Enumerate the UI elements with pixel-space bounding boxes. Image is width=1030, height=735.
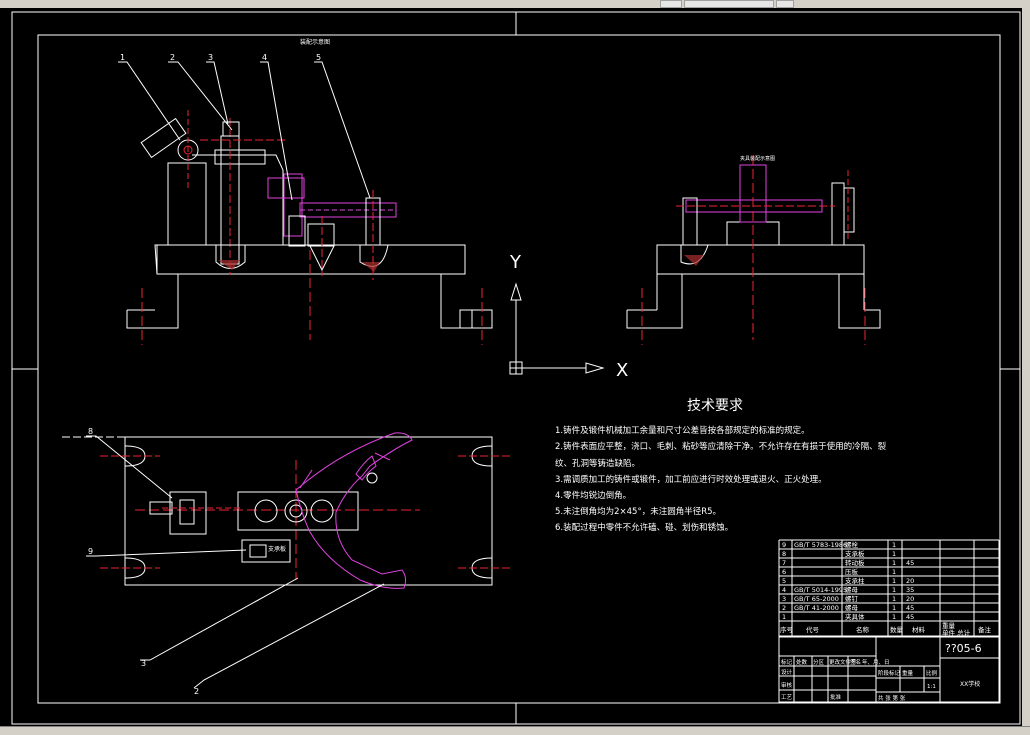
bom-row-no: 6 <box>782 568 786 576</box>
bom-row-name: 压板 <box>845 567 859 576</box>
tech-requirements: 1.铸件及锻件机械加工余量和尺寸公差皆按各部规定的标准的规定。 2.铸件表面应平… <box>555 425 887 533</box>
bom-header-weight: 重量 <box>942 622 956 630</box>
bom-row-qty: 1 <box>892 541 896 549</box>
balloon-8: 8 <box>88 427 93 436</box>
bom-row-qty: 1 <box>892 559 896 567</box>
side-view-label: 夹具装配示意图 <box>740 155 775 162</box>
bom-row-no: 9 <box>782 541 786 549</box>
vertical-scrollbar[interactable] <box>1022 8 1030 726</box>
cad-drawing-canvas[interactable]: 装配示意图 1 2 3 4 5 夹具装配示意图 Y X <box>0 8 1030 726</box>
bom-row-name: 螺钉 <box>845 594 859 603</box>
bom-row-no: 5 <box>782 577 786 585</box>
tb-sign: 签名 <box>850 658 861 666</box>
sheet-border <box>11 11 1021 725</box>
plan-small-label: 支承板 <box>268 545 286 553</box>
bom-row-qty: 1 <box>892 604 896 612</box>
tb-mark: 标记 <box>781 658 793 666</box>
bom-row-code: GB/T 41-2000 <box>794 604 839 612</box>
tb-scale-value: 1:1 <box>927 684 936 690</box>
front-view-label: 装配示意图 <box>300 38 330 46</box>
tb-scale: 比例 <box>926 669 938 677</box>
bom-row-code: GB/T 5783-1986 <box>794 541 847 549</box>
command-strip[interactable] <box>684 0 774 8</box>
tb-weight: 重量 <box>902 669 914 677</box>
bom-row-qty: 1 <box>892 595 896 603</box>
tb-date: 年、月、日 <box>862 658 890 666</box>
bom-row-qty: 1 <box>892 577 896 585</box>
balloon-3: 3 <box>208 53 213 62</box>
bom-header-no: 序号 <box>780 625 794 634</box>
bom-header-unit-total: 单件 总计 <box>942 628 971 637</box>
tb-audit: 审核 <box>781 681 793 689</box>
tb-approve: 批准 <box>830 693 842 701</box>
balloon-9: 9 <box>88 547 93 556</box>
bom-row-name: 螺母 <box>845 585 859 594</box>
side-view[interactable] <box>626 155 881 345</box>
tb-change: 更改文件号 <box>829 658 857 666</box>
bom-row-qty: 1 <box>892 586 896 594</box>
bom-row-name: 螺栓 <box>845 540 859 549</box>
balloon-2: 2 <box>170 53 175 62</box>
plan-view[interactable]: 支承板 <box>62 432 510 689</box>
bom-header-remark: 备注 <box>978 625 992 634</box>
bom-header-material: 材料 <box>912 625 926 634</box>
bom-header-code: 代号 <box>806 625 820 634</box>
horizontal-scrollbar[interactable] <box>0 726 1030 735</box>
tech-line-2: 2.铸件表面应平整，浇口、毛刺、粘砂等应清除干净。不允许存在有损于使用的冷隔、裂 <box>555 441 887 452</box>
bom-row-no: 3 <box>782 595 786 603</box>
tb-process: 工艺 <box>781 694 793 701</box>
bom-row-name: 支承柱 <box>845 576 865 585</box>
bom-row-material: 45 <box>906 559 914 567</box>
tech-line-1: 1.铸件及锻件机械加工余量和尺寸公差皆按各部规定的标准的规定。 <box>555 425 810 436</box>
front-view[interactable] <box>118 61 493 345</box>
bom-row-qty: 1 <box>892 568 896 576</box>
tech-line-4: 3.需调质加工的铸件或锻件，加工前应进行时效处理或退火、正火处理。 <box>555 474 827 485</box>
drawing-number: ??05-6 <box>945 642 982 655</box>
bom-row-qty: 1 <box>892 550 896 558</box>
bom-row-material: 20 <box>906 595 914 603</box>
tb-count: 处数 <box>796 658 808 666</box>
tech-title: 技术要求 <box>687 398 743 414</box>
balloon-5: 5 <box>316 53 321 62</box>
bom-row-no: 2 <box>782 604 786 612</box>
bom-header-qty: 数量 <box>890 625 904 634</box>
bom-row-material: 45 <box>906 613 914 621</box>
title-block-labels: 标记 处数 分区 更改文件号 签名 年、月、日 设计 审核 工艺 批准 阶段标记… <box>781 658 938 702</box>
bom-row-no: 4 <box>782 586 786 594</box>
tech-line-3: 纹、孔洞等铸造缺陷。 <box>555 458 640 469</box>
tb-sheets: 共 张 第 张 <box>878 694 906 702</box>
bom-row-no: 7 <box>782 559 786 567</box>
ucs-icon <box>509 282 605 375</box>
balloon-4: 4 <box>262 53 267 62</box>
bom-row-name: 螺母 <box>845 603 859 612</box>
tb-zone: 分区 <box>813 658 825 666</box>
bom-row-name: 支承板 <box>845 549 865 558</box>
ucs-y-label: Y <box>509 252 522 273</box>
balloon-2b: 2 <box>194 687 199 696</box>
bom-row-qty: 1 <box>892 613 896 621</box>
bom-row-no: 1 <box>782 613 786 621</box>
bom-row-name: 夹具体 <box>845 612 865 621</box>
close-button[interactable] <box>776 0 794 8</box>
bom-row-name: 转动板 <box>845 558 865 567</box>
bom-row-material: 20 <box>906 577 914 585</box>
bom-header-name: 名称 <box>856 625 870 634</box>
tech-line-7: 6.装配过程中零件不允许磕、碰、划伤和锈蚀。 <box>555 522 733 533</box>
bom-row-code: GB/T 65-2000 <box>794 595 839 603</box>
tech-line-5: 4.零件均锐边倒角。 <box>555 490 631 501</box>
restore-button[interactable] <box>660 0 682 8</box>
company-name: XX学校 <box>960 680 980 688</box>
tb-design: 设计 <box>781 668 793 676</box>
tb-stage: 阶段标记 <box>878 669 901 677</box>
tech-line-6: 5.未注倒角均为2×45°，未注圆角半径R5。 <box>555 506 721 517</box>
bom-row-material: 45 <box>906 604 914 612</box>
bom-row-material: 35 <box>906 586 914 594</box>
balloon-1: 1 <box>120 53 125 62</box>
bom-row-code: GB/T 5014-1995 <box>794 586 847 594</box>
title-block <box>778 635 1000 703</box>
balloon-3b: 3 <box>141 659 146 668</box>
ucs-x-label: X <box>616 360 628 381</box>
bom-row-no: 8 <box>782 550 786 558</box>
